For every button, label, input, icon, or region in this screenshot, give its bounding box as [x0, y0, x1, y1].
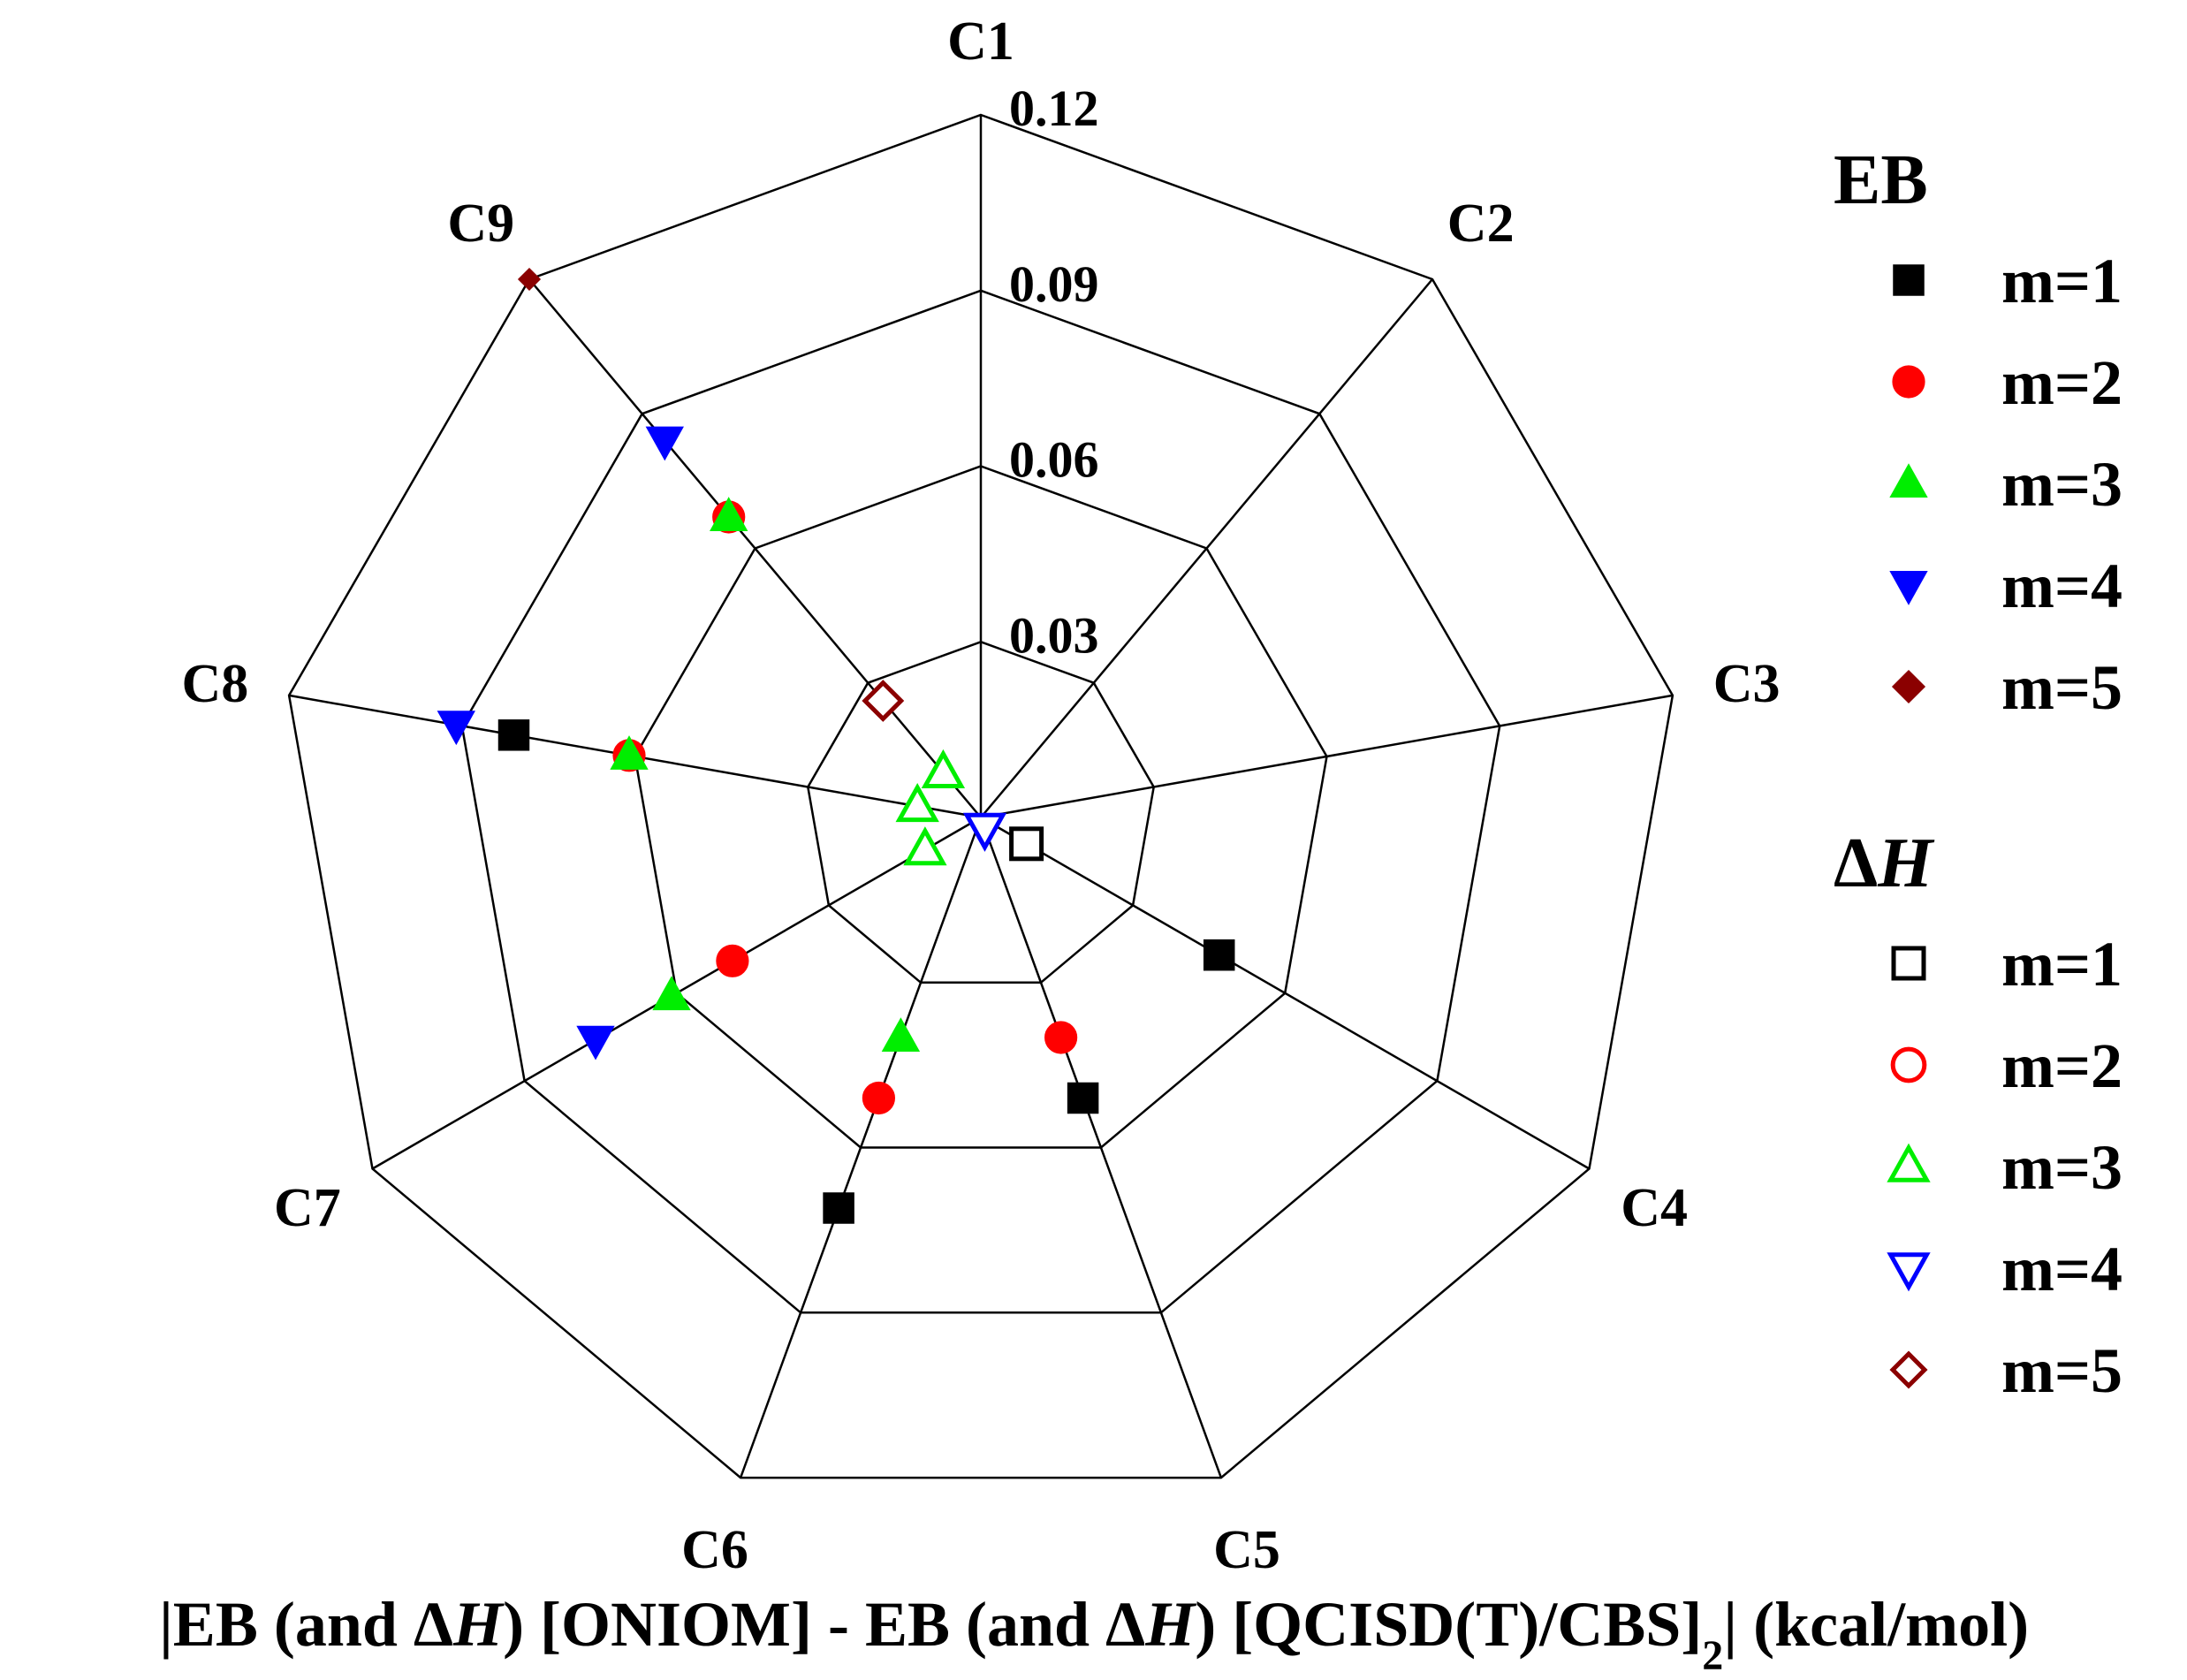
spoke-c6	[739, 817, 983, 1479]
marker-eb-m1-c6	[823, 1192, 854, 1224]
tick-label: 0.09	[1009, 255, 1099, 313]
xlabel-part-2: ) [ONIOM] - EB (and Δ	[503, 1589, 1145, 1660]
axis-label-c5: C5	[1213, 1520, 1280, 1580]
axis-label-c1: C1	[947, 11, 1014, 72]
marker-eb-m3-c6	[881, 1017, 921, 1053]
axis-label-c4: C4	[1621, 1178, 1688, 1238]
legend-label-dh-m4: m=4	[2001, 1234, 2122, 1304]
marker-eb-m1-c8	[497, 719, 530, 751]
spoke-c4	[980, 816, 1591, 1170]
legend-label-eb-m3: m=3	[2001, 449, 2122, 520]
marker-eb-m2-c7	[716, 944, 749, 977]
legend-label-dh-m3: m=3	[2001, 1132, 2122, 1203]
marker-eb-m4-c8	[437, 711, 475, 746]
marker-eb-m4-c9	[645, 426, 684, 461]
marker-eb-m2-c6	[862, 1081, 896, 1115]
marker-eb-m3-c8	[610, 735, 649, 770]
spoke-c2	[980, 278, 1433, 818]
marker-eb-m2-c5	[1044, 1021, 1078, 1054]
legend-label-dh-m2: m=2	[2001, 1030, 2122, 1101]
tick-label: 0.03	[1009, 606, 1099, 664]
axis-label-c6: C6	[681, 1520, 748, 1580]
marker-eb-m1-c5	[1067, 1082, 1099, 1114]
legend-label-eb-m4: m=4	[2001, 551, 2122, 621]
axis-label-c3: C3	[1713, 654, 1781, 714]
xlabel-part-1: |EB (and Δ	[159, 1589, 453, 1660]
marker-dh-m5-c9	[862, 680, 905, 722]
legend-symbol-dh-m4	[1887, 1252, 1931, 1292]
legend-label-eb-m1: m=1	[2001, 246, 2122, 316]
xlabel-part-4: | (kcal/mol)	[1723, 1589, 2029, 1660]
legend-symbol-eb-m3	[1889, 463, 1928, 498]
xlabel-italic-h-1: H	[452, 1589, 505, 1660]
legend-symbol-dh-m2	[1890, 1046, 1927, 1083]
grid-ring-2	[634, 465, 1328, 1149]
legend-label-eb-m5: m=5	[2001, 652, 2122, 723]
marker-dh-m3-c7	[903, 826, 947, 866]
axis-label-c7: C7	[274, 1178, 341, 1238]
legend-symbol-eb-m5	[1891, 669, 1926, 704]
axis-label-c9: C9	[447, 194, 514, 254]
data-markers	[437, 267, 1235, 1224]
marker-dh-m3-c8	[895, 782, 939, 823]
tick-label: 0.12	[1009, 80, 1099, 137]
marker-dh-m1-c4	[1009, 826, 1044, 862]
marker-eb-m1-c4	[1203, 939, 1235, 971]
legend-label-dh-m5: m=5	[2001, 1335, 2122, 1406]
grid-ring-4	[287, 113, 1674, 1479]
legend-symbol-dh-m3	[1887, 1143, 1931, 1182]
legend-symbol-eb-m4	[1889, 570, 1928, 605]
marker-dh-m4-c5	[962, 812, 1007, 852]
radar-grid	[287, 113, 1674, 1479]
legend-symbol-eb-m1	[1893, 264, 1925, 296]
spoke-c9	[528, 278, 982, 818]
legend-symbol-eb-m2	[1892, 365, 1925, 399]
legend-title-eb: EB	[1834, 141, 1928, 219]
legend-title-dh: ΔH	[1834, 825, 1935, 902]
marker-eb-m3-c7	[652, 976, 691, 1011]
marker-eb-m5-c9	[517, 267, 542, 292]
marker-eb-m3-c9	[710, 497, 748, 532]
radial-tick-labels: 0.03 0.06 0.09 0.12	[1009, 80, 1099, 664]
grid-ring-3	[460, 289, 1501, 1314]
xlabel-italic-h-2: H	[1144, 1589, 1196, 1660]
x-axis-label: |EB (and ΔH) [ONIOM] - EB (and ΔH) [QCIS…	[159, 1589, 2029, 1679]
axis-label-c2: C2	[1447, 194, 1515, 254]
spoke-c5	[979, 817, 1223, 1479]
axis-label-c8: C8	[182, 654, 249, 714]
legend-label-eb-m2: m=2	[2001, 347, 2122, 418]
legend-label-dh-m1: m=1	[2001, 929, 2122, 1000]
marker-eb-m4-c7	[576, 1025, 615, 1060]
legend-symbol-dh-m5	[1889, 1350, 1928, 1389]
marker-dh-m3-c9	[921, 749, 966, 788]
spoke-c3	[980, 694, 1674, 819]
grid-ring-1	[806, 640, 1156, 984]
xlabel-part-3: ) [QCISD(T)/CBS]	[1195, 1589, 1702, 1660]
legend-symbol-dh-m1	[1891, 946, 1926, 981]
xlabel-subscript: 2	[1702, 1632, 1723, 1679]
tick-label: 0.06	[1009, 431, 1099, 489]
